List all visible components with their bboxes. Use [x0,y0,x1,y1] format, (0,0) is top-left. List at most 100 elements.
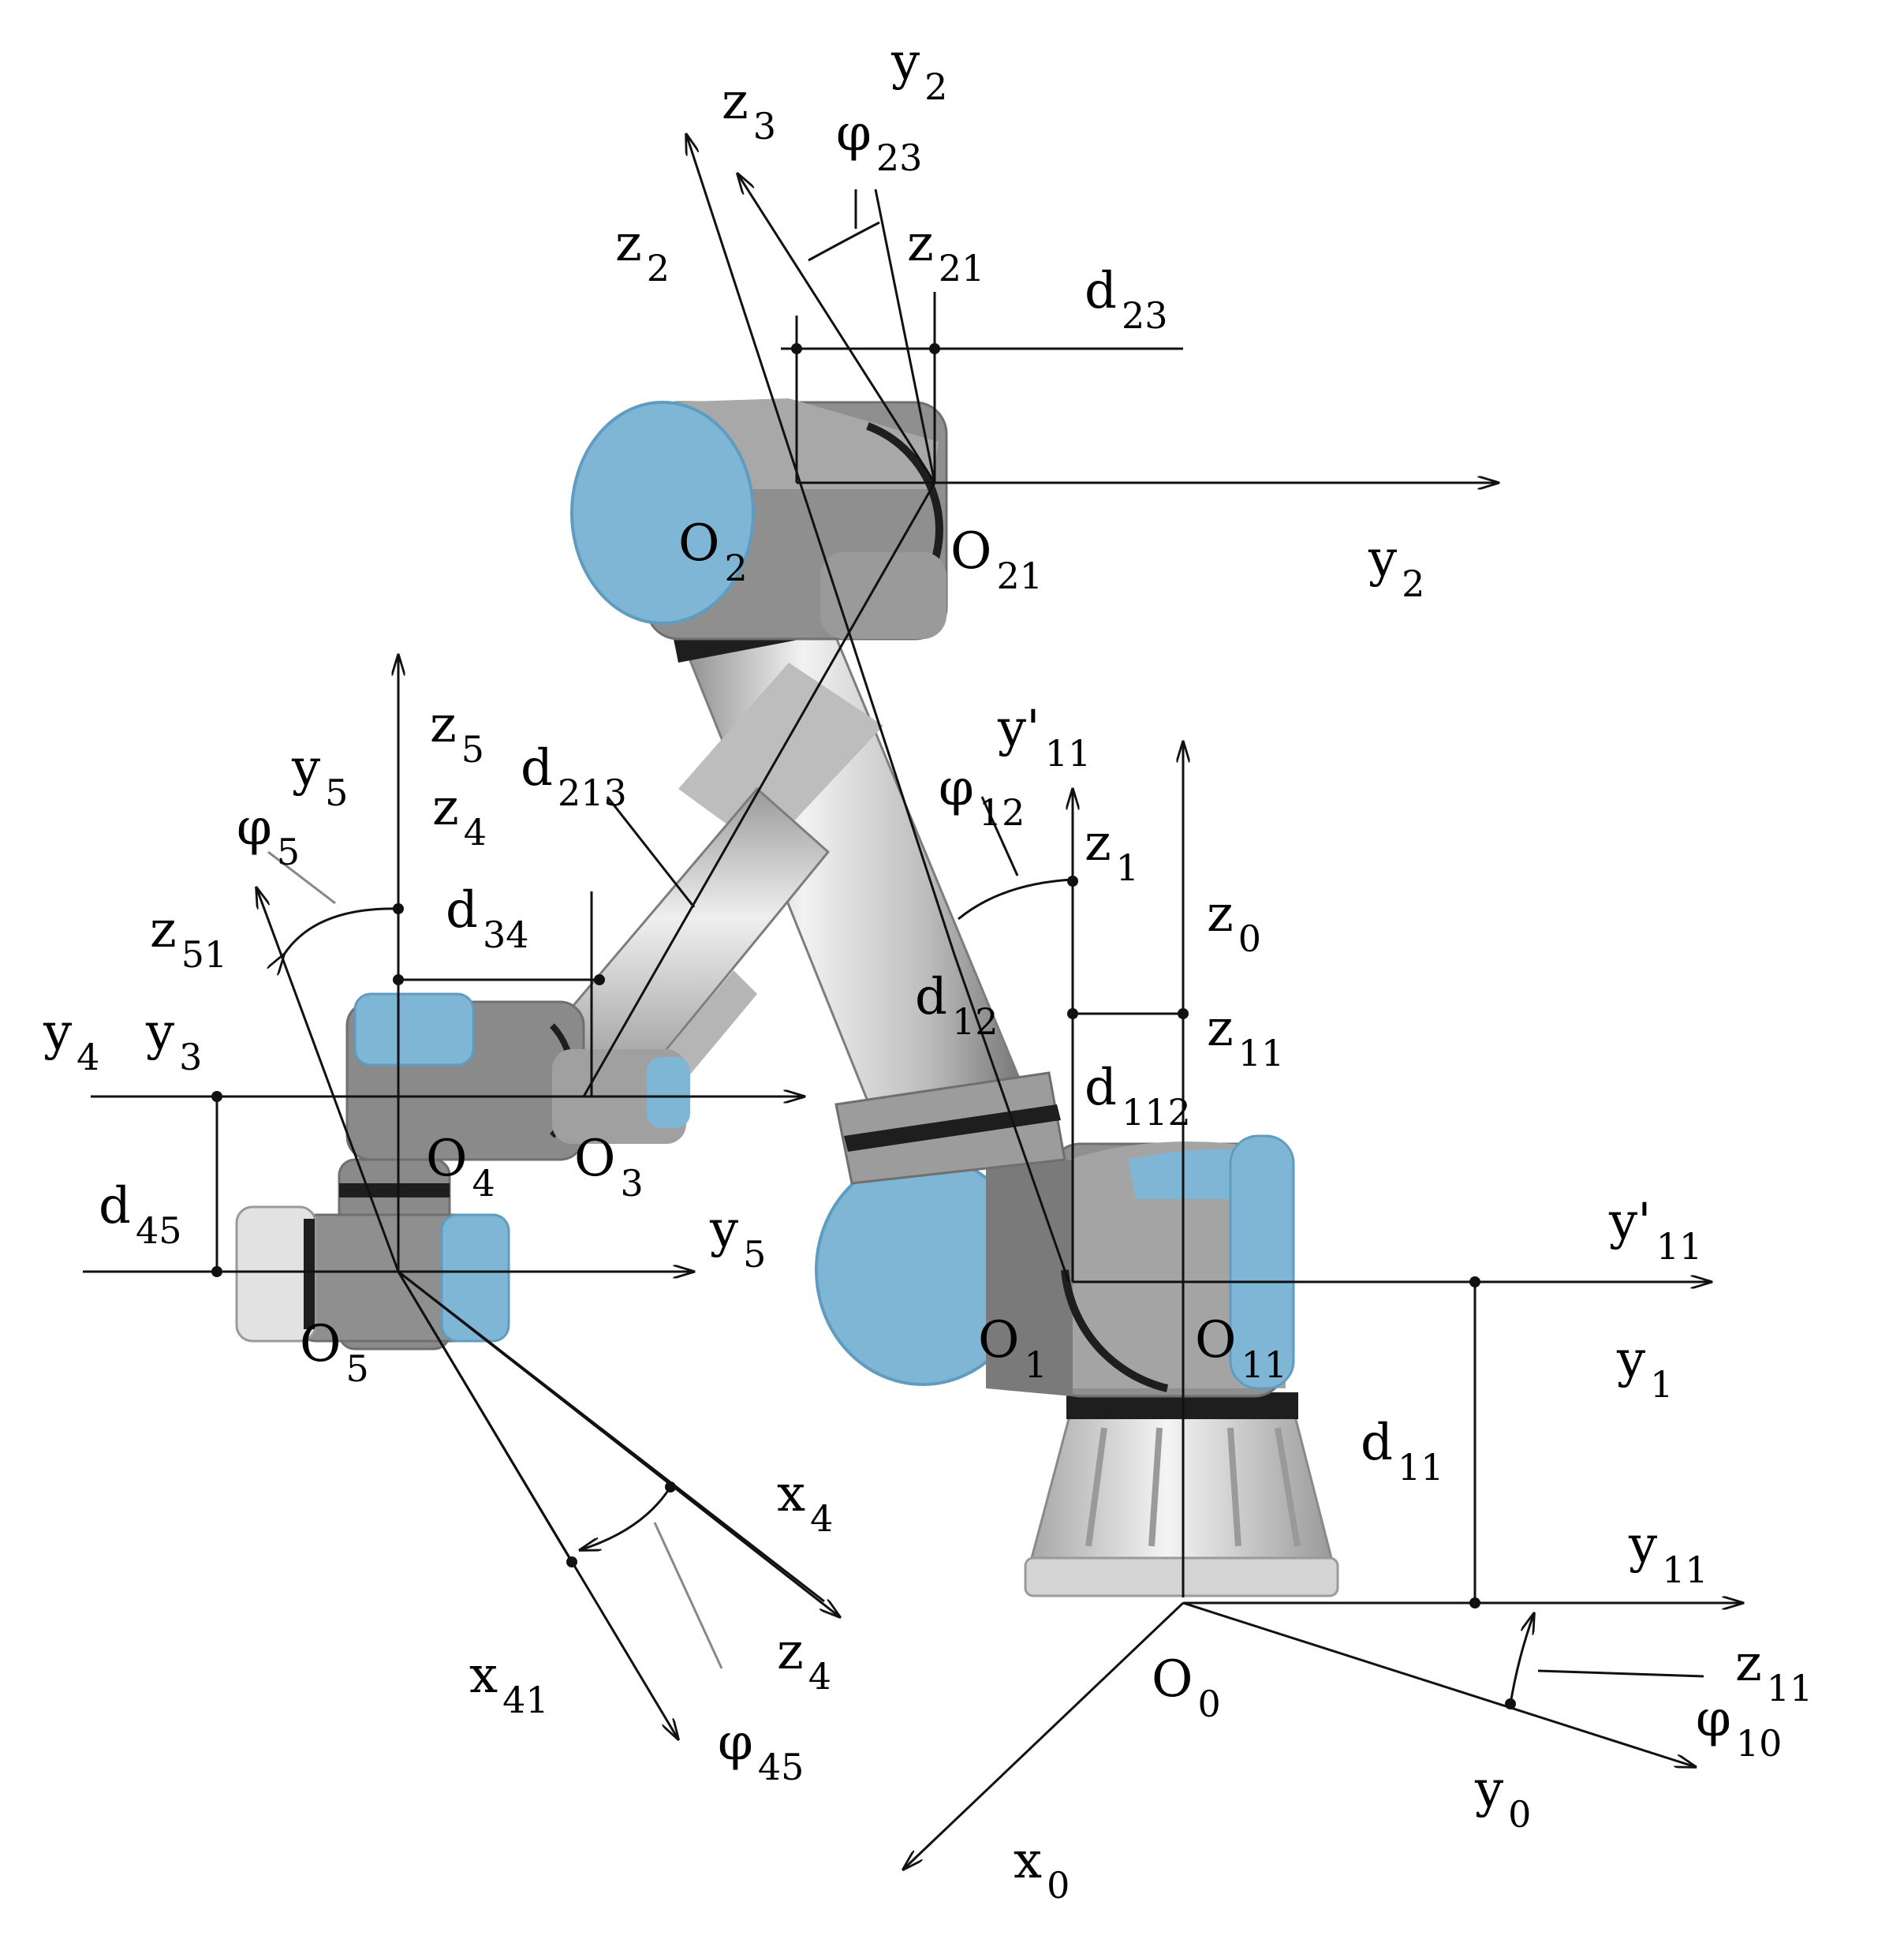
label-subscript: 12 [979,791,1025,834]
x0-axis [903,1601,1185,1870]
label-subscript: 4 [77,1036,99,1078]
label-subscript: 2 [647,247,670,290]
label-subscript: 11 [1656,1225,1703,1268]
junction-dots [211,343,1516,1709]
label-base: φ [939,759,974,817]
label-base: z [1207,885,1234,943]
label-base: z [907,215,934,273]
d12-line [953,954,1070,1283]
robot-arm [235,398,1339,1597]
label-base: d [1085,1059,1117,1117]
label-base: x [469,1646,498,1705]
wrist2-joint [235,1158,510,1351]
label-base: d [915,968,947,1026]
label-base: O [300,1315,341,1373]
label-subscript: 11 [1662,1549,1708,1591]
label-subscript: 10 [1736,1722,1783,1765]
label-subscript: 4 [464,811,487,854]
robot-base [1024,1392,1339,1597]
label-base: y [709,1201,738,1259]
label-subscript: 4 [808,1655,831,1698]
label-subscript: 1 [1024,1343,1047,1386]
label-base: d [1085,262,1117,320]
label-subscript: 3 [179,1036,202,1078]
label-base: y [1628,1516,1657,1575]
label-subscript: 11 [1767,1667,1813,1709]
label-base: O [978,1311,1019,1369]
label-base: z [615,215,642,273]
label-base: z [1735,1635,1762,1693]
label-subscript: 11 [1398,1446,1444,1489]
label-base: d [521,739,553,798]
label-subscript: 11 [1238,1032,1285,1074]
label-base: O [574,1130,615,1188]
z2-axis [686,134,956,955]
label-base: d [446,881,478,940]
label-subscript: 0 [1508,1793,1531,1836]
label-subscript: 3 [753,105,776,148]
label-base: y' [997,700,1040,758]
label-subscript: 0 [1047,1864,1070,1907]
label-subscript: 23 [1122,294,1168,337]
label-subscript: 4 [810,1497,833,1540]
label-subscript: 21 [996,555,1043,597]
label-base: φ [718,1713,753,1772]
label-y11p-top: y'11 [997,700,1091,775]
label-base: z [1085,814,1111,872]
label-base: O [678,514,719,573]
label-subscript: 0 [1197,1683,1220,1725]
label-subscript: 45 [758,1746,805,1788]
x4-axis [398,1270,825,1603]
label-base: z [722,73,749,131]
label-base: y [145,1003,174,1062]
label-base: x [1014,1832,1042,1890]
label-base: y [43,1003,72,1062]
label-base: O [426,1130,467,1188]
label-base: z [1207,999,1234,1058]
label-y11p-right: y'11 [1608,1193,1702,1268]
label-base: y [291,739,320,798]
label-subscript: 5 [461,728,484,771]
label-subscript: 23 [876,136,923,179]
label-base: y [1368,530,1397,588]
label-subscript: 45 [136,1209,182,1252]
label-subscript: 0 [1238,917,1261,960]
label-base: z [150,901,177,959]
label-base: φ [1696,1690,1731,1748]
label-subscript: 2 [1402,562,1424,605]
wrist1-joint [345,992,690,1161]
label-base: d [99,1177,131,1235]
label-base: φ [237,798,272,857]
label-base: y [890,33,920,92]
label-base: z [432,779,459,837]
